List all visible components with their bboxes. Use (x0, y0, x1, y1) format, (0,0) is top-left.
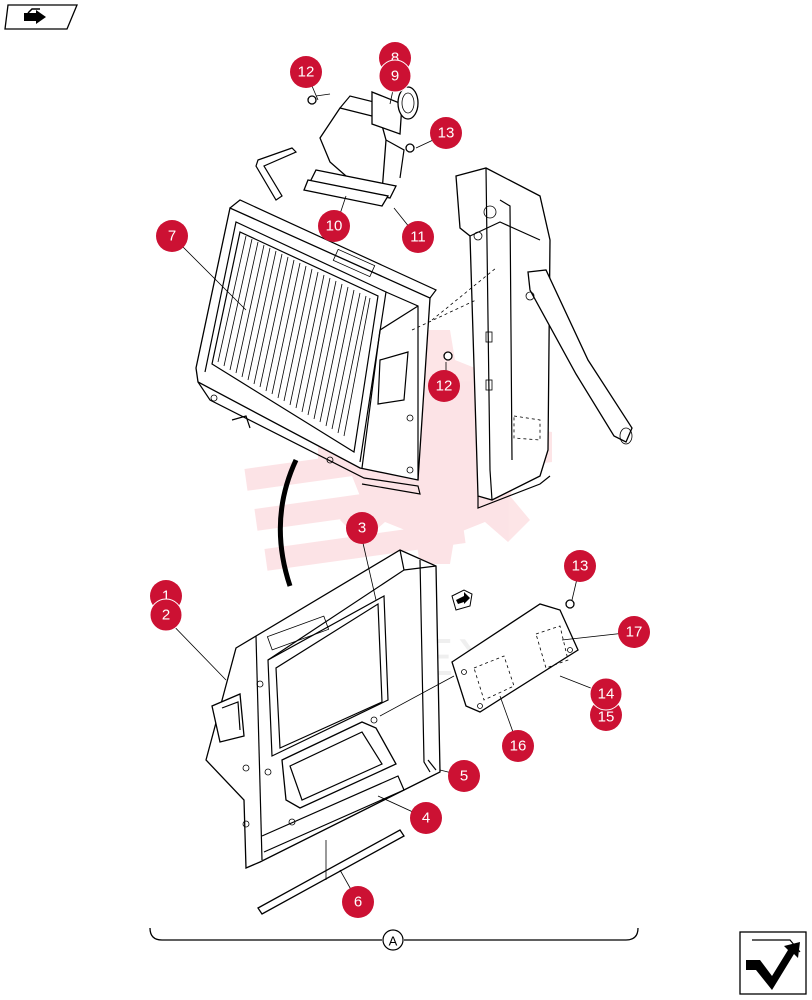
svg-text:8: 8 (391, 50, 399, 67)
callout-12-middle[interactable]: 12 (428, 370, 460, 402)
callout-6[interactable]: 6 (342, 886, 374, 918)
callout-5[interactable]: 5 (448, 760, 480, 792)
callout-13-bottom[interactable]: 13 (564, 550, 596, 582)
callout-7[interactable]: 7 (156, 220, 188, 252)
callout-12-top[interactable]: 12 (290, 56, 322, 88)
svg-text:6: 6 (354, 894, 362, 911)
back-arrow-icon[interactable] (4, 4, 78, 30)
svg-text:12: 12 (436, 378, 453, 395)
filler-cap-assembly (319, 86, 419, 193)
svg-text:16: 16 (510, 738, 527, 755)
svg-text:2: 2 (162, 607, 170, 624)
callout-3[interactable]: 3 (346, 512, 378, 544)
section-marker-label: A (389, 934, 398, 949)
section-bracket: A (149, 927, 639, 951)
svg-text:15: 15 (598, 709, 615, 726)
svg-text:10: 10 (326, 218, 343, 235)
svg-text:1: 1 (162, 588, 170, 605)
gasket-strips (255, 93, 453, 361)
callout-4[interactable]: 4 (410, 802, 442, 834)
mounting-frame (411, 167, 633, 509)
cover-plate (379, 599, 579, 717)
fan-shroud (205, 549, 441, 869)
svg-text:3: 3 (358, 520, 366, 537)
svg-text:17: 17 (626, 624, 643, 641)
svg-text:12: 12 (298, 64, 315, 81)
small-arrow-icon (451, 589, 473, 611)
callout-13-top[interactable]: 13 (430, 117, 462, 149)
cooler-assembly (195, 199, 437, 495)
next-page-arrow-icon[interactable] (739, 931, 807, 995)
callout-2[interactable]: 2 (149, 598, 183, 632)
callout-14[interactable]: 14 (589, 677, 623, 711)
svg-text:13: 13 (438, 125, 455, 142)
svg-text:14: 14 (598, 686, 615, 703)
callout-10[interactable]: 10 (318, 210, 350, 242)
svg-text:13: 13 (572, 558, 589, 575)
svg-text:7: 7 (168, 228, 176, 245)
svg-text:4: 4 (422, 810, 430, 827)
callout-11[interactable]: 11 (402, 221, 434, 253)
svg-text:11: 11 (410, 229, 426, 246)
callout-9[interactable]: 9 (378, 59, 412, 93)
rubber-seal-strip (257, 829, 405, 915)
svg-text:9: 9 (391, 68, 399, 85)
callout-17[interactable]: 17 (618, 616, 650, 648)
callout-16[interactable]: 16 (502, 730, 534, 762)
svg-text:5: 5 (460, 768, 468, 785)
assembly-arrow (277, 458, 299, 587)
